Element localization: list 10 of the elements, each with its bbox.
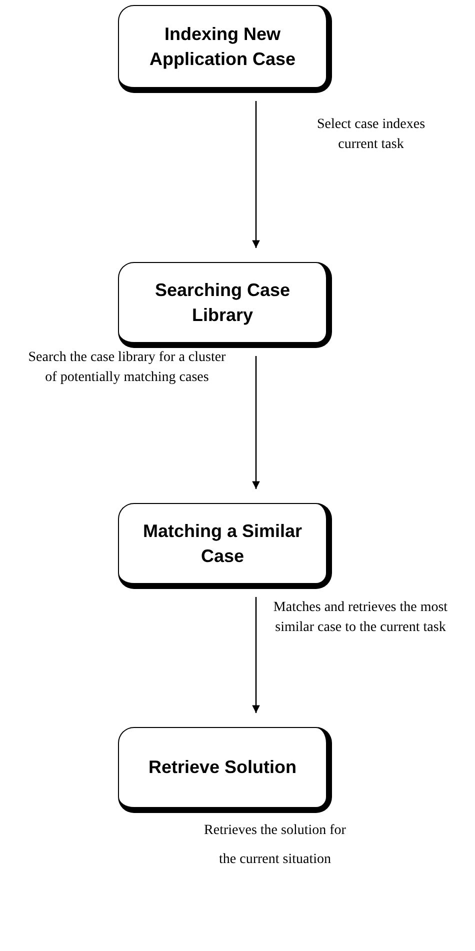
process-box	[118, 503, 332, 589]
arrow	[252, 597, 260, 713]
process-box	[118, 727, 332, 813]
arrow	[252, 101, 260, 248]
arrow	[252, 356, 260, 489]
box-title: Matching a Similar Case	[142, 520, 304, 568]
box-title: Indexing New Application Case	[148, 23, 297, 71]
box-title: Retrieve Solution	[148, 756, 297, 780]
box-title: Searching Case Library	[154, 279, 292, 327]
process-box	[118, 5, 332, 93]
